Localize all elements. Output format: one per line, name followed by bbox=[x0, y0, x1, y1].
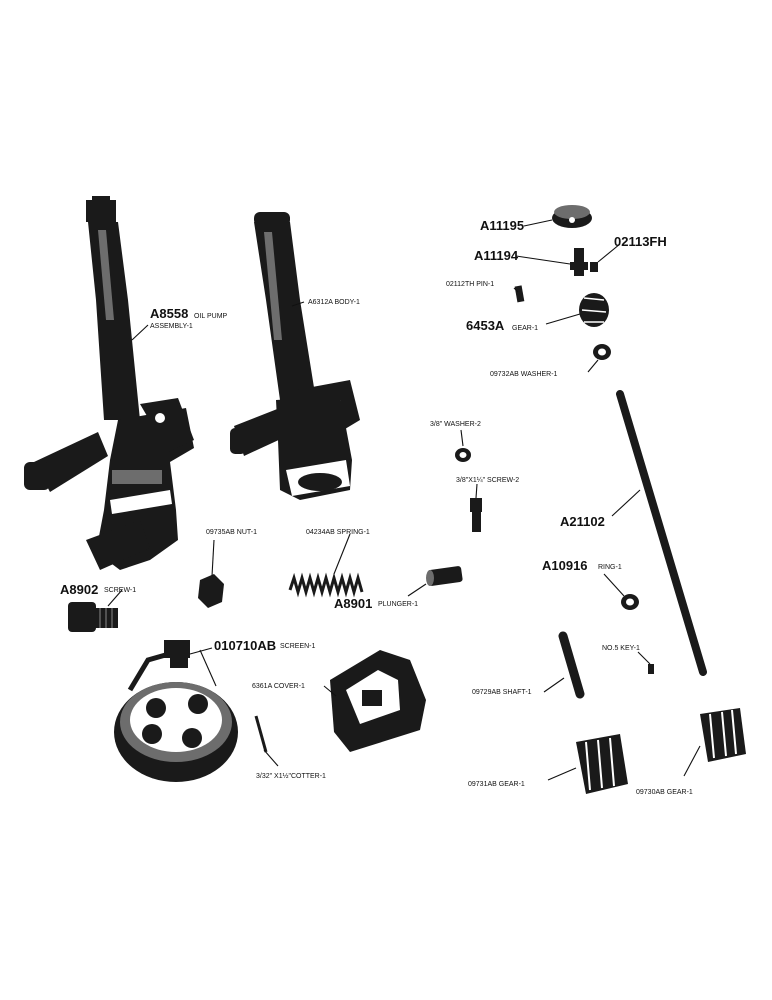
label-a8901: A8901 bbox=[334, 596, 372, 611]
pin-part bbox=[514, 285, 525, 303]
long-shaft-part bbox=[616, 390, 707, 676]
cotter-part bbox=[254, 715, 268, 753]
gear-6453a-part bbox=[579, 293, 609, 327]
label-3-8-screw: 3/8"X1¼" SCREW-2 bbox=[456, 477, 519, 484]
leader-lines bbox=[107, 219, 701, 781]
screw-a8902-part bbox=[68, 602, 118, 632]
pump-body-part bbox=[230, 212, 360, 500]
label-a21102: A21102 bbox=[560, 514, 605, 529]
label-010710ab-desc: SCREEN-1 bbox=[280, 643, 316, 650]
ring-part bbox=[621, 594, 639, 610]
washer-3-8-part bbox=[455, 448, 471, 462]
label-a8558-desc2: ASSEMBLY-1 bbox=[150, 323, 193, 330]
label-a10916-desc: RING-1 bbox=[598, 564, 622, 571]
label-a8558: A8558 bbox=[150, 306, 188, 321]
label-a8558-desc: OIL PUMP bbox=[194, 313, 228, 320]
label-09735ab: 09735AB NUT-1 bbox=[206, 529, 257, 536]
label-04234ab: 04234AB SPRING-1 bbox=[306, 529, 370, 536]
plunger-part bbox=[426, 566, 463, 586]
nut-part bbox=[198, 574, 224, 608]
gear-09730ab-part bbox=[700, 708, 746, 762]
washer-09732ab-part bbox=[593, 344, 611, 360]
label-a6312a: A6312A BODY-1 bbox=[308, 299, 360, 306]
label-6361a: 6361A COVER-1 bbox=[252, 683, 305, 690]
gear-09731ab-part bbox=[576, 734, 628, 794]
screen-part bbox=[114, 640, 238, 782]
oil-pump-assembly-part bbox=[24, 196, 194, 570]
label-no5: NO.5 KEY-1 bbox=[602, 645, 640, 652]
label-02112th: 02112TH PIN-1 bbox=[446, 281, 494, 288]
cap-part bbox=[552, 205, 592, 228]
label-6453a: 6453A bbox=[466, 318, 505, 333]
cover-part bbox=[330, 650, 426, 752]
label-09731ab: 09731AB GEAR-1 bbox=[468, 781, 525, 788]
label-a8902: A8902 bbox=[60, 582, 98, 597]
label-a8901-desc: PLUNGER-1 bbox=[378, 601, 418, 608]
screw-3-8-part bbox=[470, 498, 482, 532]
key-part bbox=[648, 664, 654, 674]
label-3-8-washer: 3/8" WASHER-2 bbox=[430, 421, 481, 428]
label-a8902-desc: SCREW-1 bbox=[104, 587, 136, 594]
label-a10916: A10916 bbox=[542, 558, 588, 573]
label-09729ab: 09729AB SHAFT-1 bbox=[472, 689, 532, 696]
part-labels: A11195 A11194 02113FH 02112TH PIN-1 6453… bbox=[60, 218, 693, 796]
label-6453a-desc: GEAR-1 bbox=[512, 325, 538, 332]
spring-part bbox=[288, 572, 364, 598]
label-02113fh: 02113FH bbox=[614, 234, 667, 249]
label-a11195: A11195 bbox=[480, 218, 524, 233]
label-cotter: 3/32" X1½"COTTER-1 bbox=[256, 772, 326, 780]
label-09732ab: 09732AB WASHER-1 bbox=[490, 371, 558, 378]
label-010710ab: 010710AB bbox=[214, 638, 276, 653]
pump-shaft-part bbox=[558, 631, 585, 699]
label-a11194: A11194 bbox=[474, 248, 519, 263]
label-09730ab: 09730AB GEAR-1 bbox=[636, 789, 693, 796]
drive-shaft-part bbox=[570, 248, 598, 276]
